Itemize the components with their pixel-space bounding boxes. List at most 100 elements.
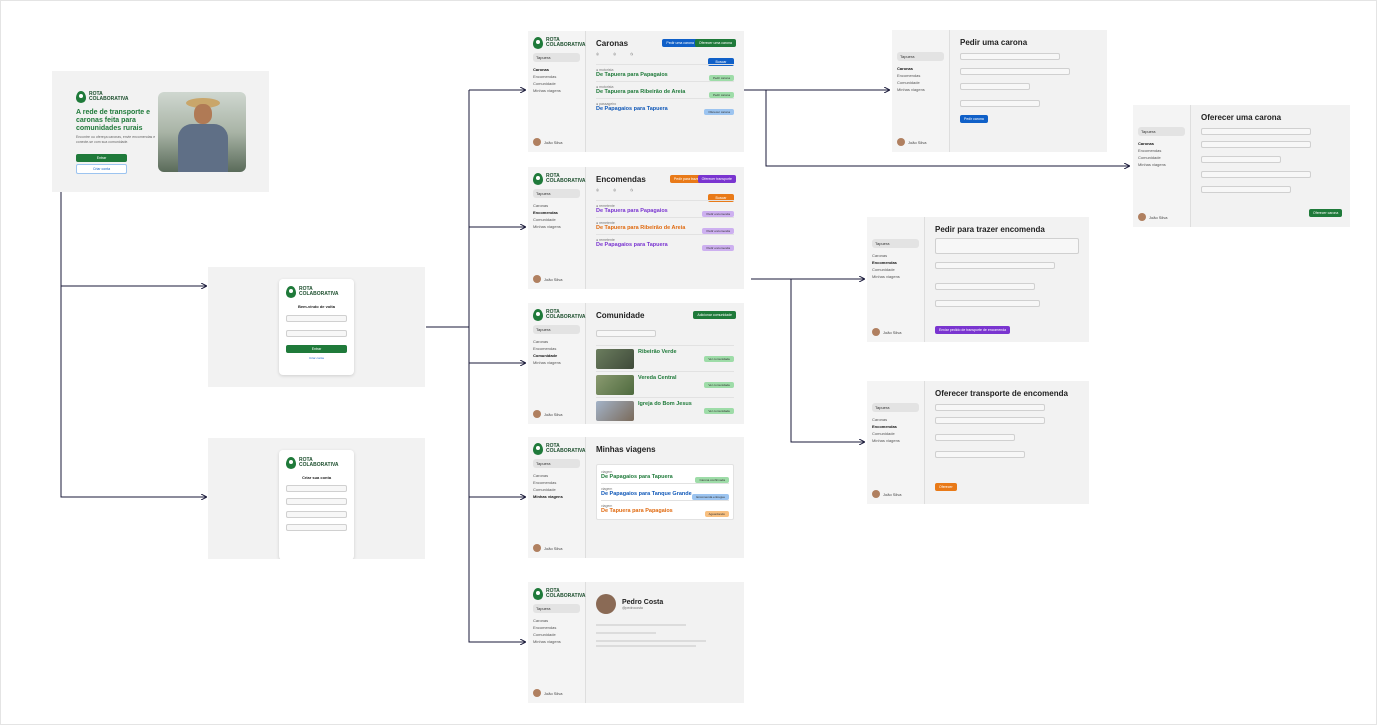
oferecer-transporte-button[interactable]: Oferecer transporte <box>697 175 736 183</box>
date-field[interactable] <box>935 300 1040 307</box>
search-button[interactable]: Buscar <box>708 58 734 66</box>
user-profile[interactable]: João Silva <box>533 138 562 146</box>
route-field[interactable] <box>935 404 1045 411</box>
community-item[interactable]: Igreja do Bom Jesus Ver comunidade <box>596 397 734 423</box>
city-selector[interactable]: Tapuera <box>1138 127 1185 136</box>
sidebar-item-encomendas[interactable]: Encomendas <box>533 480 557 485</box>
date-field[interactable] <box>960 83 1030 90</box>
vehicle-field[interactable] <box>1201 171 1311 178</box>
sidebar-item-minhas-viagens[interactable]: Minhas viagens <box>872 438 900 443</box>
sidebar-item-caronas[interactable]: Caronas <box>533 618 549 623</box>
city-selector[interactable]: Tapuera <box>533 459 580 468</box>
sidebar-item-caronas[interactable]: Caronas <box>872 417 888 422</box>
sidebar-item-minhas-viagens[interactable]: Minhas viagens <box>533 494 563 499</box>
user-profile[interactable]: João Silva <box>533 689 562 697</box>
sidebar-item-caronas[interactable]: Caronas <box>872 253 888 258</box>
sidebar-item-minhas-viagens[interactable]: Minhas viagens <box>533 360 561 365</box>
description-field[interactable] <box>935 238 1079 254</box>
sidebar-item-minhas-viagens[interactable]: Minhas viagens <box>533 639 561 644</box>
sidebar-item-minhas-viagens[interactable]: Minhas viagens <box>1138 162 1166 167</box>
city-selector[interactable]: Tapuera <box>533 53 580 62</box>
origin-field[interactable] <box>960 53 1060 60</box>
phone-field[interactable] <box>286 498 347 505</box>
sidebar-item-caronas[interactable]: Caronas <box>897 66 914 71</box>
oferecer-carona-button[interactable]: Oferecer uma carona <box>694 39 736 47</box>
passengers-field[interactable] <box>960 100 1040 107</box>
sidebar-item-comunidade[interactable]: Comunidade <box>1138 155 1161 160</box>
sidebar-item-comunidade[interactable]: Comunidade <box>897 80 920 85</box>
sidebar-item-comunidade[interactable]: Comunidade <box>872 431 895 436</box>
filters-bar[interactable]: ◎◎◷ <box>596 52 634 56</box>
sidebar-item-encomendas[interactable]: Encomendas <box>872 260 897 265</box>
add-community-button[interactable]: Adicionar comunidade <box>693 311 736 319</box>
city-field[interactable] <box>286 524 347 531</box>
email-field[interactable] <box>286 511 347 518</box>
create-account-link[interactable]: Criar conta <box>309 356 324 360</box>
seats-field[interactable] <box>1201 156 1281 163</box>
sidebar-item-encomendas[interactable]: Encomendas <box>533 346 557 351</box>
submit-button[interactable]: Pedir carona <box>960 115 988 123</box>
price-field[interactable] <box>1201 186 1291 193</box>
email-field[interactable] <box>286 315 347 322</box>
user-profile[interactable]: João Silva <box>897 138 926 146</box>
user-profile[interactable]: João Silva <box>533 410 562 418</box>
login-button[interactable]: Entrar <box>286 345 347 353</box>
sidebar-item-encomendas[interactable]: Encomendas <box>897 73 921 78</box>
sidebar-item-encomendas[interactable]: Encomendas <box>872 424 897 429</box>
sidebar-item-minhas-viagens[interactable]: Minhas viagens <box>872 274 900 279</box>
community-item[interactable]: Vereda Central Ver comunidade <box>596 371 734 397</box>
size-field[interactable] <box>935 283 1035 290</box>
sidebar-item-caronas[interactable]: Caronas <box>533 203 549 208</box>
sidebar-item-encomendas[interactable]: Encomendas <box>1138 148 1162 153</box>
capacity-field[interactable] <box>935 434 1015 441</box>
sidebar-item-encomendas[interactable]: Encomendas <box>533 74 557 79</box>
city-selector[interactable]: Tapuera <box>533 325 580 334</box>
user-profile[interactable]: João Silva <box>872 328 901 336</box>
route-field[interactable] <box>1201 128 1311 135</box>
vehicle-field[interactable] <box>935 451 1025 458</box>
filters-bar[interactable]: ◎◎◷ <box>596 188 634 192</box>
submit-button[interactable]: Oferecer carona <box>1309 209 1343 217</box>
sidebar-item-minhas-viagens[interactable]: Minhas viagens <box>533 224 561 229</box>
user-profile[interactable]: João Silva <box>533 275 562 283</box>
name-field[interactable] <box>286 485 347 492</box>
pedir-encomenda-button[interactable]: Pedir para trazer <box>669 175 704 183</box>
sidebar-item-comunidade[interactable]: Comunidade <box>533 217 556 222</box>
submit-button[interactable]: Enviar pedido de transporte de encomenda <box>935 326 1011 334</box>
sidebar-item-encomendas[interactable]: Encomendas <box>533 625 557 630</box>
sidebar-item-minhas-viagens[interactable]: Minhas viagens <box>533 88 561 93</box>
city-selector[interactable]: Tapuera <box>533 604 580 613</box>
user-profile[interactable]: João Silva <box>1138 213 1167 221</box>
landing-secondary-button[interactable]: Criar conta <box>76 164 127 174</box>
date-field[interactable] <box>935 417 1045 424</box>
sidebar-item-caronas[interactable]: Caronas <box>533 473 549 478</box>
city-selector[interactable]: Tapuera <box>872 403 919 412</box>
sidebar-item-comunidade[interactable]: Comunidade <box>533 81 556 86</box>
sidebar-item-caronas[interactable]: Caronas <box>533 67 550 72</box>
sidebar-item-comunidade[interactable]: Comunidade <box>872 267 895 272</box>
sidebar-item-caronas[interactable]: Caronas <box>1138 141 1155 146</box>
city-selector[interactable]: Tapuera <box>533 189 580 198</box>
sidebar-item-comunidade[interactable]: Comunidade <box>533 632 556 637</box>
sidebar-item-minhas-viagens[interactable]: Minhas viagens <box>897 87 925 92</box>
user-profile[interactable]: João Silva <box>533 544 562 552</box>
city-selector[interactable]: Tapuera <box>872 239 919 248</box>
date-field[interactable] <box>1201 141 1311 148</box>
community-item[interactable]: Ribeirão Verde Ver comunidade <box>596 345 734 371</box>
sidebar-item-caronas[interactable]: Caronas <box>533 339 549 344</box>
sidebar-item-comunidade[interactable]: Comunidade <box>533 487 556 492</box>
submit-button[interactable]: Oferecer <box>935 483 957 491</box>
route-field[interactable] <box>935 262 1055 269</box>
destination-field[interactable] <box>960 68 1070 75</box>
search-button[interactable]: Buscar <box>708 194 734 202</box>
pedir-carona-button[interactable]: Pedir uma carona <box>662 39 698 47</box>
search-input[interactable] <box>596 330 656 337</box>
